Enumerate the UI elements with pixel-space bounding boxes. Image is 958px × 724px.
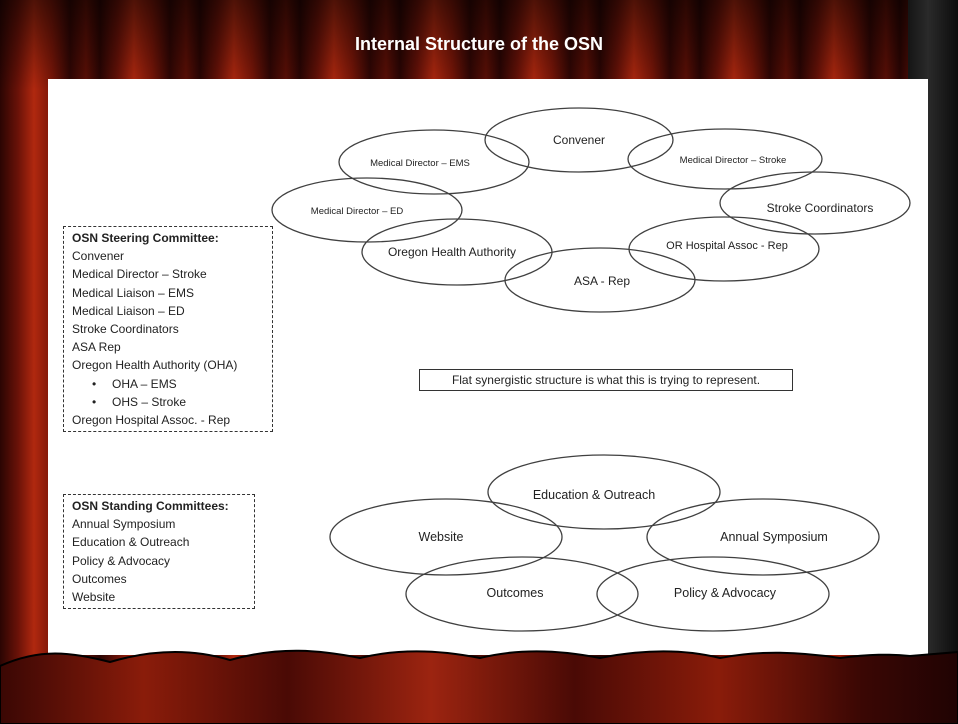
oval-md-ems: Medical Director – EMS (338, 129, 530, 195)
oval-annual-symposium: Annual Symposium (646, 498, 880, 576)
oval-outcomes: Outcomes (405, 556, 639, 632)
sub-list-item: OHS – Stroke (72, 393, 264, 411)
list-item: Medical Liaison – ED (72, 303, 185, 318)
list-item: Education & Outreach (72, 535, 190, 550)
list-item: Stroke Coordinators (72, 322, 179, 337)
steering-committee-box: OSN Steering Committee: Convener Medical… (63, 226, 273, 433)
oval-label: Website (419, 530, 464, 544)
list-item: Medical Liaison – EMS (72, 285, 195, 300)
list-item: Oregon Health Authority (OHA) (72, 358, 238, 373)
list-item: Oregon Hospital Assoc. - Rep (72, 413, 231, 428)
standing-committees-box: OSN Standing Committees: Annual Symposiu… (63, 494, 255, 610)
curtain-bottom-drape (0, 649, 958, 724)
sub-list-item-label: OHS – Stroke (112, 394, 187, 409)
oval-label: Outcomes (487, 586, 544, 600)
oval-label: Education & Outreach (533, 488, 655, 502)
oval-education-outreach: Education & Outreach (487, 454, 721, 530)
list-item: ASA Rep (72, 340, 121, 355)
oval-label: Policy & Advocacy (674, 586, 777, 600)
oval-stroke-coordinators: Stroke Coordinators (719, 171, 911, 235)
slide-title: Internal Structure of the OSN (354, 34, 604, 54)
oval-website: Website (329, 498, 563, 576)
oval-oregon-health-authority: Oregon Health Authority (361, 218, 553, 286)
oval-label: Medical Director – ED (311, 206, 404, 217)
steering-committee-heading: OSN Steering Committee: (72, 231, 219, 245)
list-item: Annual Symposium (72, 517, 176, 532)
top-shade (0, 0, 958, 90)
oval-md-ed: Medical Director – ED (271, 177, 463, 243)
list-item: Outcomes (72, 571, 127, 586)
oval-label: Medical Director – EMS (370, 158, 470, 169)
oval-label: ASA - Rep (574, 274, 630, 288)
oval-label: Annual Symposium (720, 530, 828, 544)
sub-list-item: OHA – EMS (72, 375, 264, 393)
oval-asa-rep: ASA - Rep (504, 247, 696, 313)
oval-label: Stroke Coordinators (767, 201, 874, 215)
oval-or-hospital-assoc: OR Hospital Assoc - Rep (628, 216, 820, 282)
oval-convener: Convener (484, 107, 674, 173)
oval-label: OR Hospital Assoc - Rep (666, 240, 788, 252)
note-box: Flat synergistic structure is what this … (419, 369, 793, 391)
oval-label: Convener (553, 133, 605, 147)
standing-committees-heading: OSN Standing Committees: (72, 499, 229, 513)
oval-label: Medical Director – Stroke (680, 155, 787, 166)
oval-policy-advocacy: Policy & Advocacy (596, 556, 830, 632)
sub-list-item-label: OHA – EMS (112, 376, 177, 391)
list-item: Policy & Advocacy (72, 553, 171, 568)
list-item: Medical Director – Stroke (72, 267, 207, 282)
oval-label: Oregon Health Authority (388, 245, 516, 259)
oval-md-stroke: Medical Director – Stroke (627, 128, 823, 190)
list-item: Website (72, 590, 116, 605)
list-item: Convener (72, 249, 125, 264)
